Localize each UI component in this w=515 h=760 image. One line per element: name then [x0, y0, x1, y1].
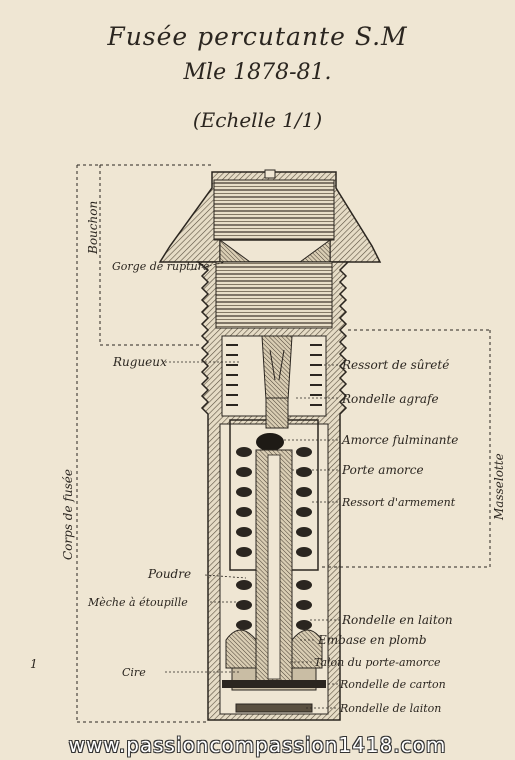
arming-spring — [236, 447, 312, 630]
label-rondelle-carton: Rondelle de carton — [339, 678, 446, 691]
label-rondelle-laiton-1: Rondelle en laiton — [341, 613, 453, 627]
label-gorge: Gorge de rupture — [112, 260, 210, 273]
diagram-title: Fusée percutante S.M — [107, 22, 408, 51]
label-rugueux: Rugueux — [112, 355, 167, 369]
label-meche: Mèche à étoupille — [87, 596, 188, 609]
label-ressort-surete: Ressort de sûreté — [341, 358, 449, 372]
watermark: www.passioncompassion1418.com — [68, 733, 447, 757]
label-porte-amorce: Porte amorce — [341, 463, 424, 477]
bouchon-cap — [158, 169, 382, 285]
label-corps-de-fusee: Corps de fusée — [61, 469, 75, 560]
dimension-lines — [76, 164, 491, 723]
label-bouchon: Bouchon — [86, 201, 100, 255]
label-amorce: Amorce fulminante — [341, 433, 458, 447]
model-designation: Mle 1878-81. — [183, 60, 332, 85]
label-masselotte: Masselotte — [492, 453, 506, 521]
label-poudre: Poudre — [147, 567, 191, 581]
label-rondelle-agrafe: Rondelle agrafe — [341, 392, 439, 406]
label-embase: Embase en plomb — [317, 633, 427, 647]
leader-lines — [165, 261, 340, 709]
lead-base — [222, 629, 326, 713]
primer-holder — [255, 397, 293, 683]
label-ressort-armement: Ressort d'armement — [341, 496, 456, 509]
label-talon: Talon du porte-amorce — [314, 656, 441, 669]
label-rondelle-laiton-2: Rondelle de laiton — [339, 702, 441, 715]
scale-label: (Echelle 1/1) — [192, 108, 323, 132]
margin-mark: 1 — [30, 657, 38, 671]
label-cire: Cire — [122, 666, 146, 679]
